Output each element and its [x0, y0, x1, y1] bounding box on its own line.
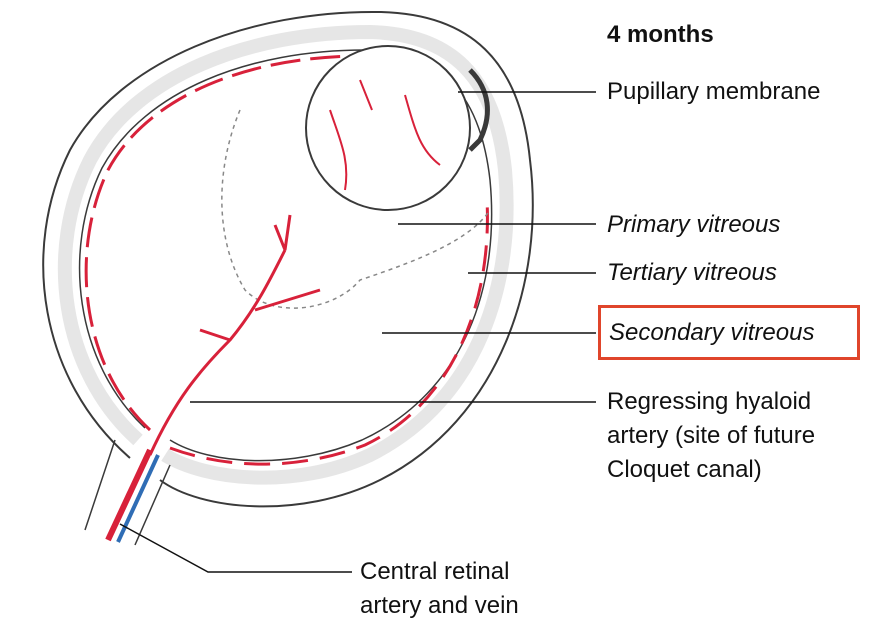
diagram-title: 4 months: [607, 21, 714, 48]
lens: [305, 45, 471, 211]
label-tertiary-vitreous: Tertiary vitreous: [607, 259, 777, 286]
central-retinal-artery: [105, 448, 153, 542]
label-pupillary-membrane: Pupillary membrane: [607, 78, 821, 105]
primary-vitreous-outline: [221, 109, 491, 309]
iris: [468, 68, 490, 152]
retina-layer: [57, 24, 514, 485]
hyaloid-artery: [148, 214, 321, 456]
highlight-box: [598, 305, 860, 360]
retinal-vessel-wall-2: [169, 199, 489, 466]
label-hyaloid-line2: artery (site of future: [607, 422, 816, 449]
label-hyaloid-line1: Regressing hyaloid: [607, 388, 812, 415]
optic-nerve-right: [134, 464, 171, 546]
central-retinal-vein: [116, 454, 160, 543]
label-secondary-vitreous: Secondary vitreous: [609, 319, 815, 346]
pupillary-vessels: [329, 79, 441, 191]
label-central-line2: artery and vein: [360, 592, 519, 619]
label-central-line1: Central retinal: [360, 558, 510, 585]
sclera-outer: [42, 10, 534, 508]
retinal-vessel-wall: [84, 54, 363, 432]
label-hyaloid-line3: Cloquet canal): [607, 456, 762, 483]
leader-central-retinal: [119, 523, 352, 573]
optic-nerve-left: [84, 439, 116, 531]
label-primary-vitreous: Primary vitreous: [607, 211, 781, 238]
